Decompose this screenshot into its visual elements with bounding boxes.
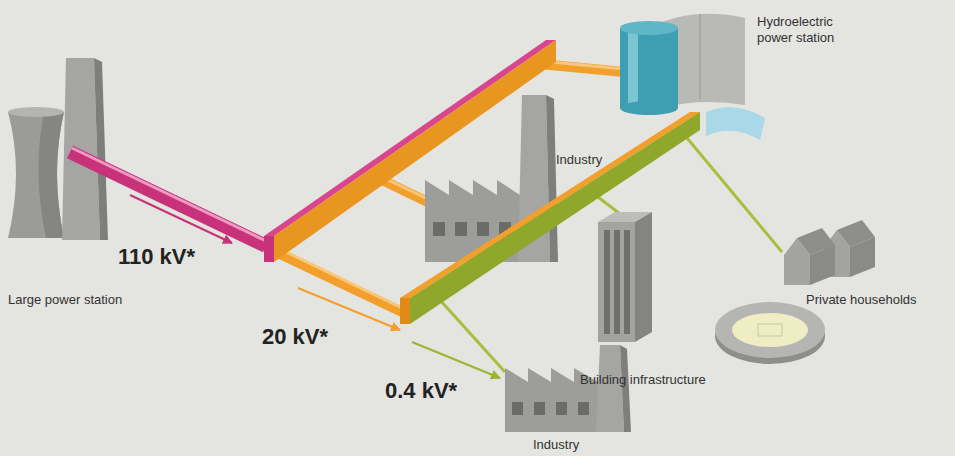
industry-plant	[505, 345, 631, 432]
flow-arrow	[298, 288, 400, 330]
factory-chimney	[596, 345, 624, 432]
stadium-pitch	[758, 324, 782, 336]
feed-tube-highlight	[72, 148, 266, 241]
voltage-label: 20 kV*	[262, 324, 328, 350]
house-wall	[850, 237, 875, 277]
busbar-end	[264, 236, 274, 262]
water-tank	[620, 28, 678, 108]
water-tank-base	[620, 101, 678, 115]
factory-chimney-side	[620, 345, 631, 432]
factory-chimney-side	[546, 95, 558, 262]
tower-side	[635, 212, 652, 342]
factory-window	[455, 222, 467, 236]
busbar-top	[400, 112, 700, 298]
spillway	[706, 107, 765, 140]
tower-windows	[624, 230, 630, 334]
voltage-label: 110 kV*	[118, 244, 195, 270]
stadium-stand	[715, 302, 825, 358]
water-tank-highlight	[628, 28, 638, 108]
busbar-20kv	[400, 112, 700, 324]
step-down-tube	[280, 254, 402, 312]
tower-front	[598, 222, 635, 342]
consumer-label: Private households	[806, 292, 917, 308]
tower-windows	[604, 230, 610, 334]
cooling-tower-top	[8, 107, 64, 117]
building-infrastructure	[598, 212, 825, 364]
busbar-front	[410, 112, 700, 324]
supply-line	[682, 132, 782, 252]
tower-windows	[614, 230, 620, 334]
households	[784, 220, 875, 285]
feed-tube	[70, 152, 266, 246]
step-down-tube-highlight	[282, 250, 402, 308]
consumer-label: Industry	[533, 437, 579, 453]
supply-line	[440, 300, 505, 372]
factory-window	[578, 402, 589, 415]
consumer-label: Building infrastructure	[580, 372, 706, 388]
water-tank-top	[620, 21, 678, 35]
factory-window	[477, 222, 489, 236]
cooling-tower	[8, 112, 64, 238]
factory-window	[534, 402, 545, 415]
chimney-side	[94, 58, 108, 240]
consumer-label: Industry	[556, 152, 602, 168]
house-wall	[810, 245, 835, 285]
chimney	[62, 58, 100, 240]
factory-window	[512, 402, 523, 415]
flow-arrow	[412, 342, 500, 378]
factory-window	[556, 402, 567, 415]
powerhouse-seam	[699, 14, 701, 100]
factory-window	[433, 222, 445, 236]
flow-arrow	[130, 195, 232, 243]
station-label: Large power station	[8, 292, 122, 308]
stadium-field	[732, 313, 808, 347]
cooling-tower-shade	[38, 112, 64, 238]
station-label: Hydroelectric power station	[757, 14, 857, 46]
large-power-station	[8, 58, 108, 240]
busbar-end	[400, 298, 410, 324]
voltage-label: 0.4 kV*	[385, 378, 457, 404]
